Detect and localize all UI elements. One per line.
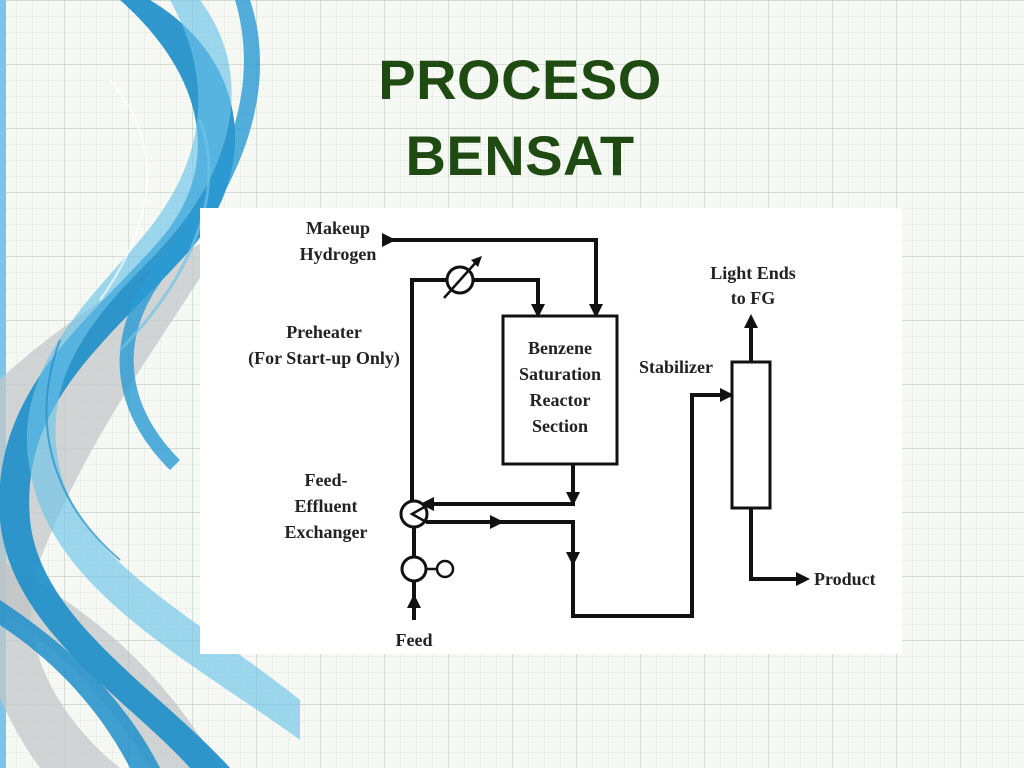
label-stabilizer: Stabilizer bbox=[639, 357, 713, 377]
stabilizer-feed-down-arrowhead bbox=[566, 552, 580, 566]
label-feed: Feed bbox=[396, 630, 433, 650]
label-hydrogen: Hydrogen bbox=[300, 244, 377, 264]
ribbon-strand-2 bbox=[45, 339, 121, 561]
makeup-hydrogen-line bbox=[386, 238, 598, 312]
product-arrowhead bbox=[796, 572, 810, 586]
exchanger-outlet-arrowhead bbox=[490, 515, 504, 529]
stabilizer-inlet-arrowhead bbox=[720, 388, 734, 402]
exchanger-outlet-line bbox=[426, 393, 732, 618]
label-light-ends: Light Ends bbox=[710, 263, 796, 283]
stabilizer-column bbox=[730, 360, 772, 510]
exchanger-hot-inlet-arrowhead bbox=[420, 497, 434, 511]
benzene-saturation-reactor bbox=[501, 314, 619, 466]
product-line bbox=[749, 508, 798, 581]
reactor-h2-inlet-arrowhead bbox=[589, 304, 603, 318]
label-reactor-benzene: Benzene bbox=[528, 338, 592, 358]
slide-title: PROCESO BENSAT bbox=[378, 48, 662, 187]
pump-motor-symbol bbox=[435, 559, 455, 579]
reactor-feed-inlet-arrowhead bbox=[531, 304, 545, 318]
preheater-outlet-line bbox=[473, 278, 540, 312]
reactor-effluent-line bbox=[426, 464, 575, 506]
preheater-arrow-tip bbox=[471, 256, 482, 267]
ribbon-blue-light bbox=[26, 0, 300, 740]
preheater-diagonal-arrow bbox=[443, 259, 479, 299]
label-preheater: Preheater bbox=[286, 322, 362, 342]
label-makeup: Makeup bbox=[306, 218, 370, 238]
feed-pump-symbol bbox=[400, 555, 428, 583]
process-flow-diagram: Makeup Hydrogen Preheater (For Start-up … bbox=[248, 218, 876, 650]
label-to-fg: to FG bbox=[731, 288, 776, 308]
label-reactor-reactor: Reactor bbox=[530, 390, 591, 410]
label-exchanger: Exchanger bbox=[285, 522, 368, 542]
label-feed-dash: Feed- bbox=[305, 470, 348, 490]
ribbon-strand-3 bbox=[118, 119, 211, 352]
makeup-hydrogen-arrowhead bbox=[382, 233, 396, 247]
label-product: Product bbox=[814, 569, 876, 589]
reactor-effluent-down-arrowhead bbox=[566, 492, 580, 506]
label-reactor-section: Section bbox=[532, 416, 588, 436]
light-ends-arrowhead bbox=[744, 314, 758, 328]
label-preheater-note: (For Start-up Only) bbox=[248, 348, 400, 369]
feed-riser-line bbox=[410, 278, 447, 508]
decorative-ribbons bbox=[0, 0, 300, 768]
label-effluent: Effluent bbox=[295, 496, 358, 516]
diagram-panel: Makeup Hydrogen Preheater (For Start-up … bbox=[200, 208, 902, 654]
label-reactor-saturation: Saturation bbox=[519, 364, 601, 384]
ribbon-blue-bottom bbox=[0, 600, 160, 768]
feed-arrowhead bbox=[407, 594, 421, 608]
ribbon-strand-1 bbox=[99, 79, 148, 301]
ribbon-blue-thin bbox=[119, 0, 261, 470]
exchanger-chevron bbox=[409, 503, 429, 525]
